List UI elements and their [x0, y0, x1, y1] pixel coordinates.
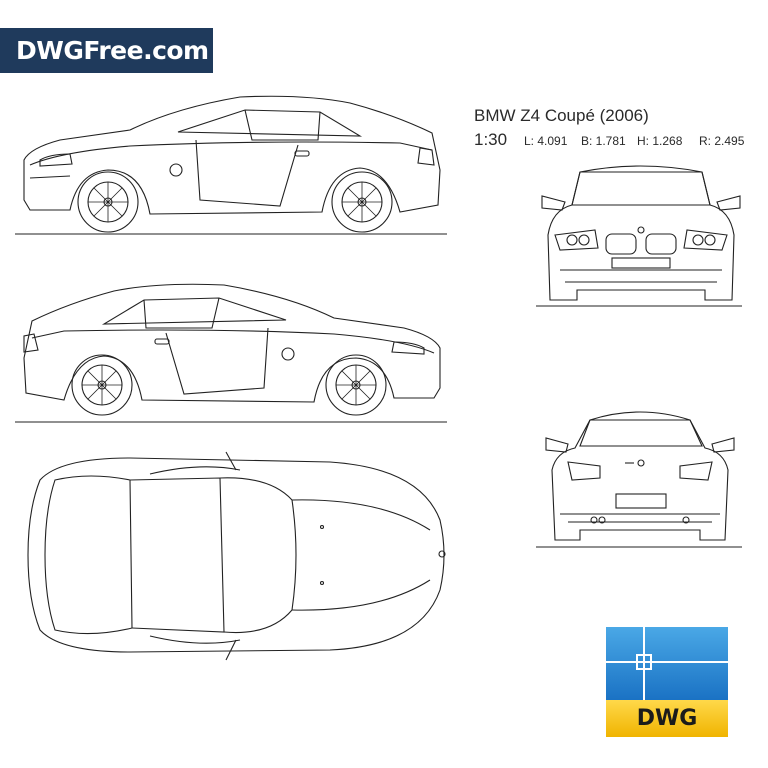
- side-left-rear-wheel: [331, 171, 393, 233]
- rear-window: [579, 419, 703, 447]
- site-brand-banner[interactable]: DWGFree.com: [0, 28, 213, 73]
- side-left-body-outline: [23, 95, 441, 215]
- side-view-right: [15, 283, 447, 423]
- front-kidney-grille-left: [605, 233, 637, 255]
- side-right-window: [101, 297, 287, 325]
- front-kidney-grille-right: [645, 233, 677, 255]
- dwg-logo-blue-panel: [606, 627, 728, 700]
- crosshair-icon: [606, 627, 728, 700]
- top-windshield: [219, 477, 297, 634]
- drawing-title: BMW Z4 Coupé (2006): [474, 106, 649, 125]
- front-license-plate: [611, 257, 671, 269]
- drawing-scale: 1:30: [474, 130, 508, 149]
- dimension-length: L: 4.091: [524, 134, 568, 148]
- side-right-front-wheel: [325, 354, 387, 416]
- side-right-body-outline: [23, 283, 441, 403]
- dimension-wheelbase: R: 2.495: [699, 134, 745, 148]
- rear-body-outline: [551, 411, 729, 541]
- rear-view: [536, 411, 742, 548]
- side-left-door-glass: [244, 109, 321, 141]
- top-body-outline: [27, 457, 445, 653]
- dwg-logo-label: DWG: [606, 700, 728, 737]
- dimension-width: B: 1.781: [581, 134, 626, 148]
- side-right-rear-wheel: [71, 354, 133, 416]
- side-view-left: [15, 95, 447, 235]
- dimension-height: H: 1.268: [637, 134, 683, 148]
- front-body-outline: [547, 165, 735, 301]
- rear-license-plate: [615, 493, 667, 509]
- front-view: [536, 165, 742, 307]
- front-windshield: [571, 171, 711, 206]
- side-left-window: [177, 109, 363, 137]
- top-rear-window: [44, 475, 133, 635]
- dwg-file-logo: DWG: [606, 627, 728, 737]
- side-left-front-wheel: [77, 171, 139, 233]
- top-view: [27, 451, 446, 661]
